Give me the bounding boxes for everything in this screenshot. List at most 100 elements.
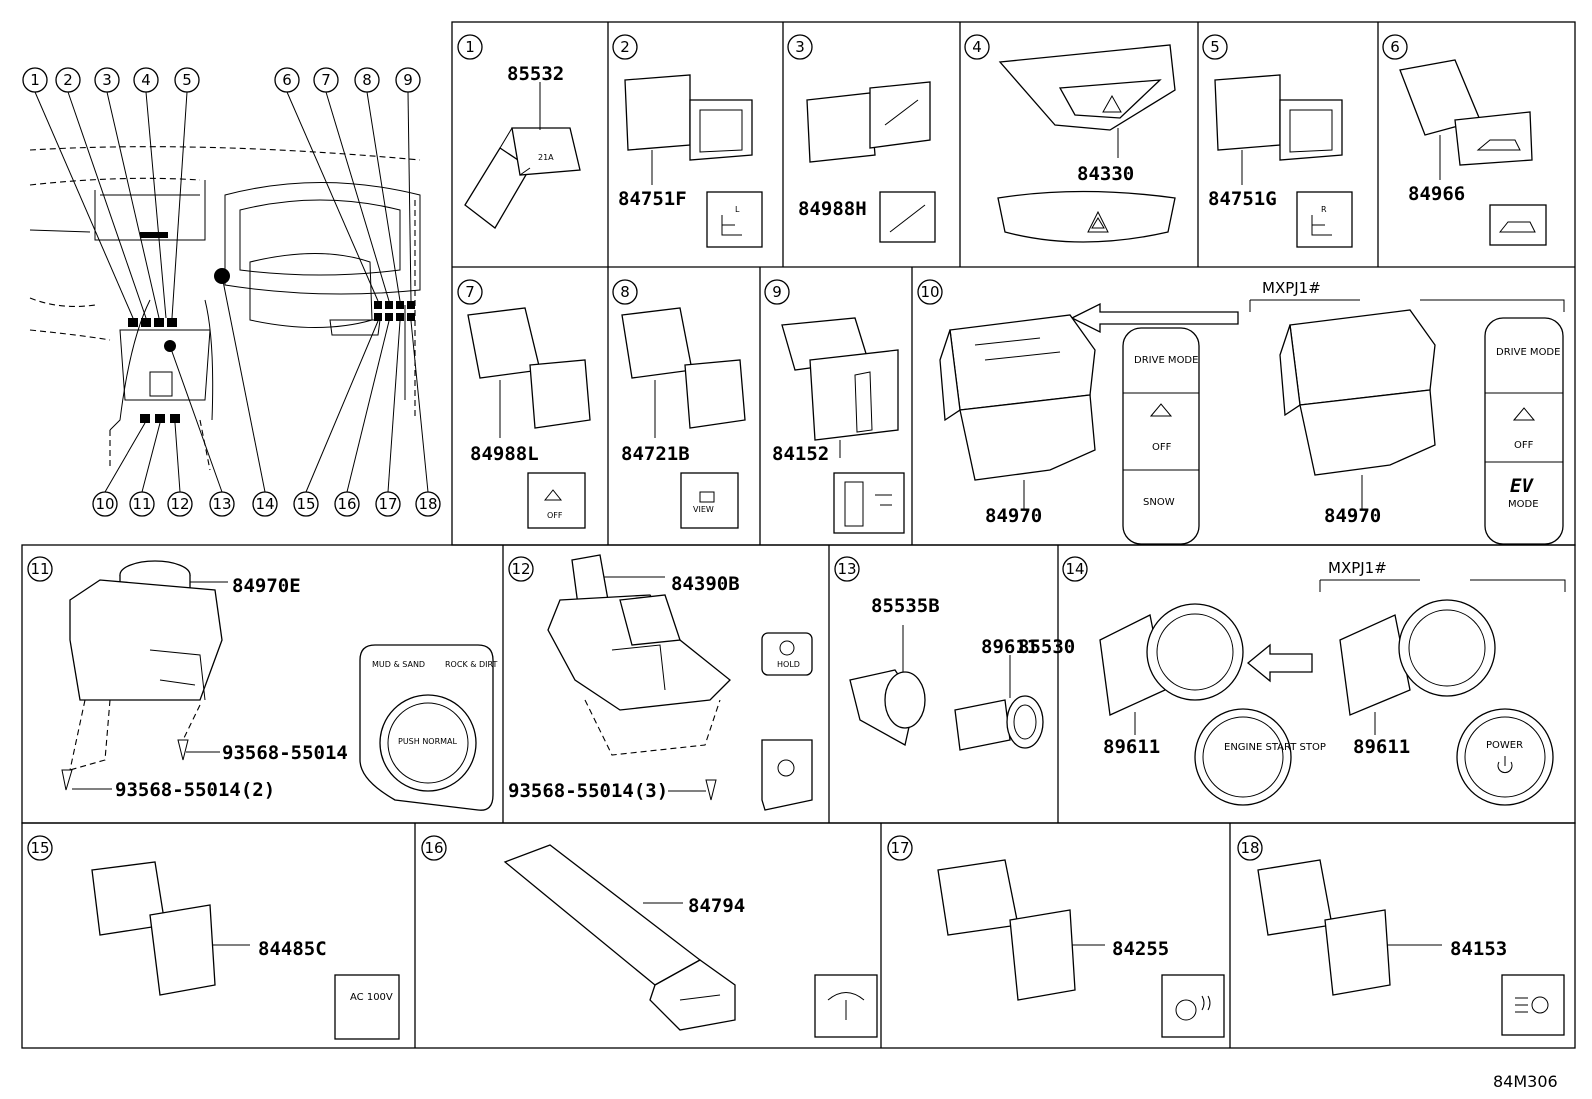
overview-callout-3: 3 [102, 71, 112, 89]
variant-arrow-2-icon [1246, 643, 1313, 683]
panel-17-part-number: 84255 [1112, 938, 1169, 960]
panel-6-part-number: 84966 [1408, 183, 1465, 205]
overview-callout-9-circle [395, 67, 421, 93]
panel-11-callout-circle [27, 556, 53, 582]
panel-4-callout-circle [964, 34, 990, 60]
panel-1: 21A [464, 82, 581, 229]
camera-view-icon [680, 472, 739, 529]
overview-callout-11-circle [129, 491, 155, 517]
overview-callout-6-circle [274, 67, 300, 93]
overview-callout-6: 6 [282, 71, 292, 89]
traction-off-label-right: OFF [1514, 440, 1534, 451]
overview-callout-9: 9 [403, 71, 413, 89]
panel-5-icon-text: R [1321, 205, 1327, 214]
overview-callout-17: 17 [378, 495, 397, 513]
drive-mode-label-left: DRIVE MODE [1134, 355, 1198, 366]
panel-9 [781, 317, 905, 534]
rock-dirt-label: ROCK & DIRT [445, 660, 498, 669]
panel-17-callout: 17 [890, 839, 909, 857]
overview-callout-5: 5 [182, 71, 192, 89]
drive-mode-switch-face-right [1484, 317, 1564, 545]
panel-8-callout: 8 [620, 283, 630, 301]
panel-18-callout-circle [1237, 835, 1263, 861]
panel-12-icon-text: HOLD [777, 660, 800, 669]
variant-arrow-icon [1070, 302, 1239, 334]
drive-mode-label-right: DRIVE MODE [1496, 347, 1560, 358]
overview-callout-15-circle [293, 491, 319, 517]
panel-7-part-number: 84988L [470, 443, 539, 465]
panel-6-callout: 6 [1390, 38, 1400, 56]
engine-start-stop-label: ENGINE START STOP [1224, 742, 1326, 753]
panel-16-callout-circle [421, 835, 447, 861]
panel-11-screw-2: 93568-55014(2) [115, 779, 275, 801]
panel-3-callout: 3 [795, 38, 805, 56]
diagram-code: 84M306 [1493, 1072, 1558, 1091]
panel-1-callout: 1 [465, 38, 475, 56]
panel-13 [849, 625, 1044, 751]
panel-15-part-number: 84485C [258, 938, 327, 960]
overview-callout-1-circle [22, 67, 48, 93]
panel-16 [503, 844, 878, 1038]
power-button-face [1456, 708, 1554, 806]
steering-heater-icon [1161, 974, 1225, 1038]
labels: 185532284751F384988H484330584751G6849667… [27, 34, 1507, 960]
panel-18 [1257, 859, 1565, 1036]
hazard-button-face [997, 190, 1176, 243]
push-normal-label: PUSH NORMAL [398, 737, 458, 746]
panel-3-callout-circle [787, 34, 813, 60]
panel-2: L [624, 74, 763, 248]
drive-mode-switch-face-left [1122, 327, 1200, 545]
panel-12-part-number: 84390B [671, 573, 740, 595]
panel-18-part-number: 84153 [1450, 938, 1507, 960]
overview-callout-11: 11 [132, 495, 151, 513]
traction-off-label-left: OFF [1152, 442, 1172, 453]
panel-grid [21, 21, 1576, 1049]
panel-4-part-number: 84330 [1077, 163, 1134, 185]
terrain-dial[interactable] [379, 694, 477, 792]
overview-callout-4-circle [133, 67, 159, 93]
panel-10-variant: MXPJ1# [1262, 279, 1321, 297]
wiper-deicer-icon [814, 974, 878, 1038]
overview-callout-7: 7 [321, 71, 331, 89]
panel-6-callout-circle [1382, 34, 1408, 60]
panel-3 [806, 81, 936, 243]
parking-brake-icon [761, 739, 813, 811]
overview-callout-16-circle [334, 491, 360, 517]
panel-2-part-number: 84751F [618, 188, 687, 210]
ev-mode-label: MODE [1508, 499, 1539, 510]
panel-5: R [1214, 74, 1353, 248]
overview-callout-17-circle [375, 491, 401, 517]
panel-1-icon-text: 21A [538, 153, 554, 162]
panel-14: MXPJ1# ENGINE START STOP POWER [1099, 559, 1566, 806]
overview-callout-12-circle [167, 491, 193, 517]
seat-heater-left-icon [706, 191, 763, 248]
panel-18-callout: 18 [1240, 839, 1259, 857]
seat-heater-right-icon [1296, 191, 1353, 248]
panel-9-part-number: 84152 [772, 443, 829, 465]
panel-10-part-number: 84970 [985, 505, 1042, 527]
panel-11-callout: 11 [30, 560, 49, 578]
panel-13-part-number-2: 85530 [1018, 636, 1075, 658]
panel-15-callout-circle [27, 835, 53, 861]
panel-10-part-number-2: 84970 [1324, 505, 1381, 527]
overview-callout-15: 15 [296, 495, 315, 513]
panel-4 [997, 44, 1176, 243]
panel-7-icon-text: OFF [547, 511, 563, 520]
panel-15-callout: 15 [30, 839, 49, 857]
panel-4-callout: 4 [972, 38, 982, 56]
panel-16-callout: 16 [424, 839, 443, 857]
power-label: POWER [1486, 740, 1523, 751]
off-road-mode-icon [1489, 204, 1547, 246]
overview-callout-1: 1 [30, 71, 40, 89]
panel-9-callout: 9 [772, 283, 782, 301]
panel-11-screw-1: 93568-55014 [222, 742, 348, 764]
engine-start-stop-face [1194, 708, 1292, 806]
panel-1-callout-circle [457, 34, 483, 60]
panel-16-part-number: 84794 [688, 895, 745, 917]
overview-callout-13-circle [209, 491, 235, 517]
panel-13-part-number: 85535B [871, 595, 940, 617]
panel-7: OFF [467, 307, 591, 529]
panel-12: HOLD [547, 554, 813, 811]
panel-7-callout: 7 [465, 283, 475, 301]
